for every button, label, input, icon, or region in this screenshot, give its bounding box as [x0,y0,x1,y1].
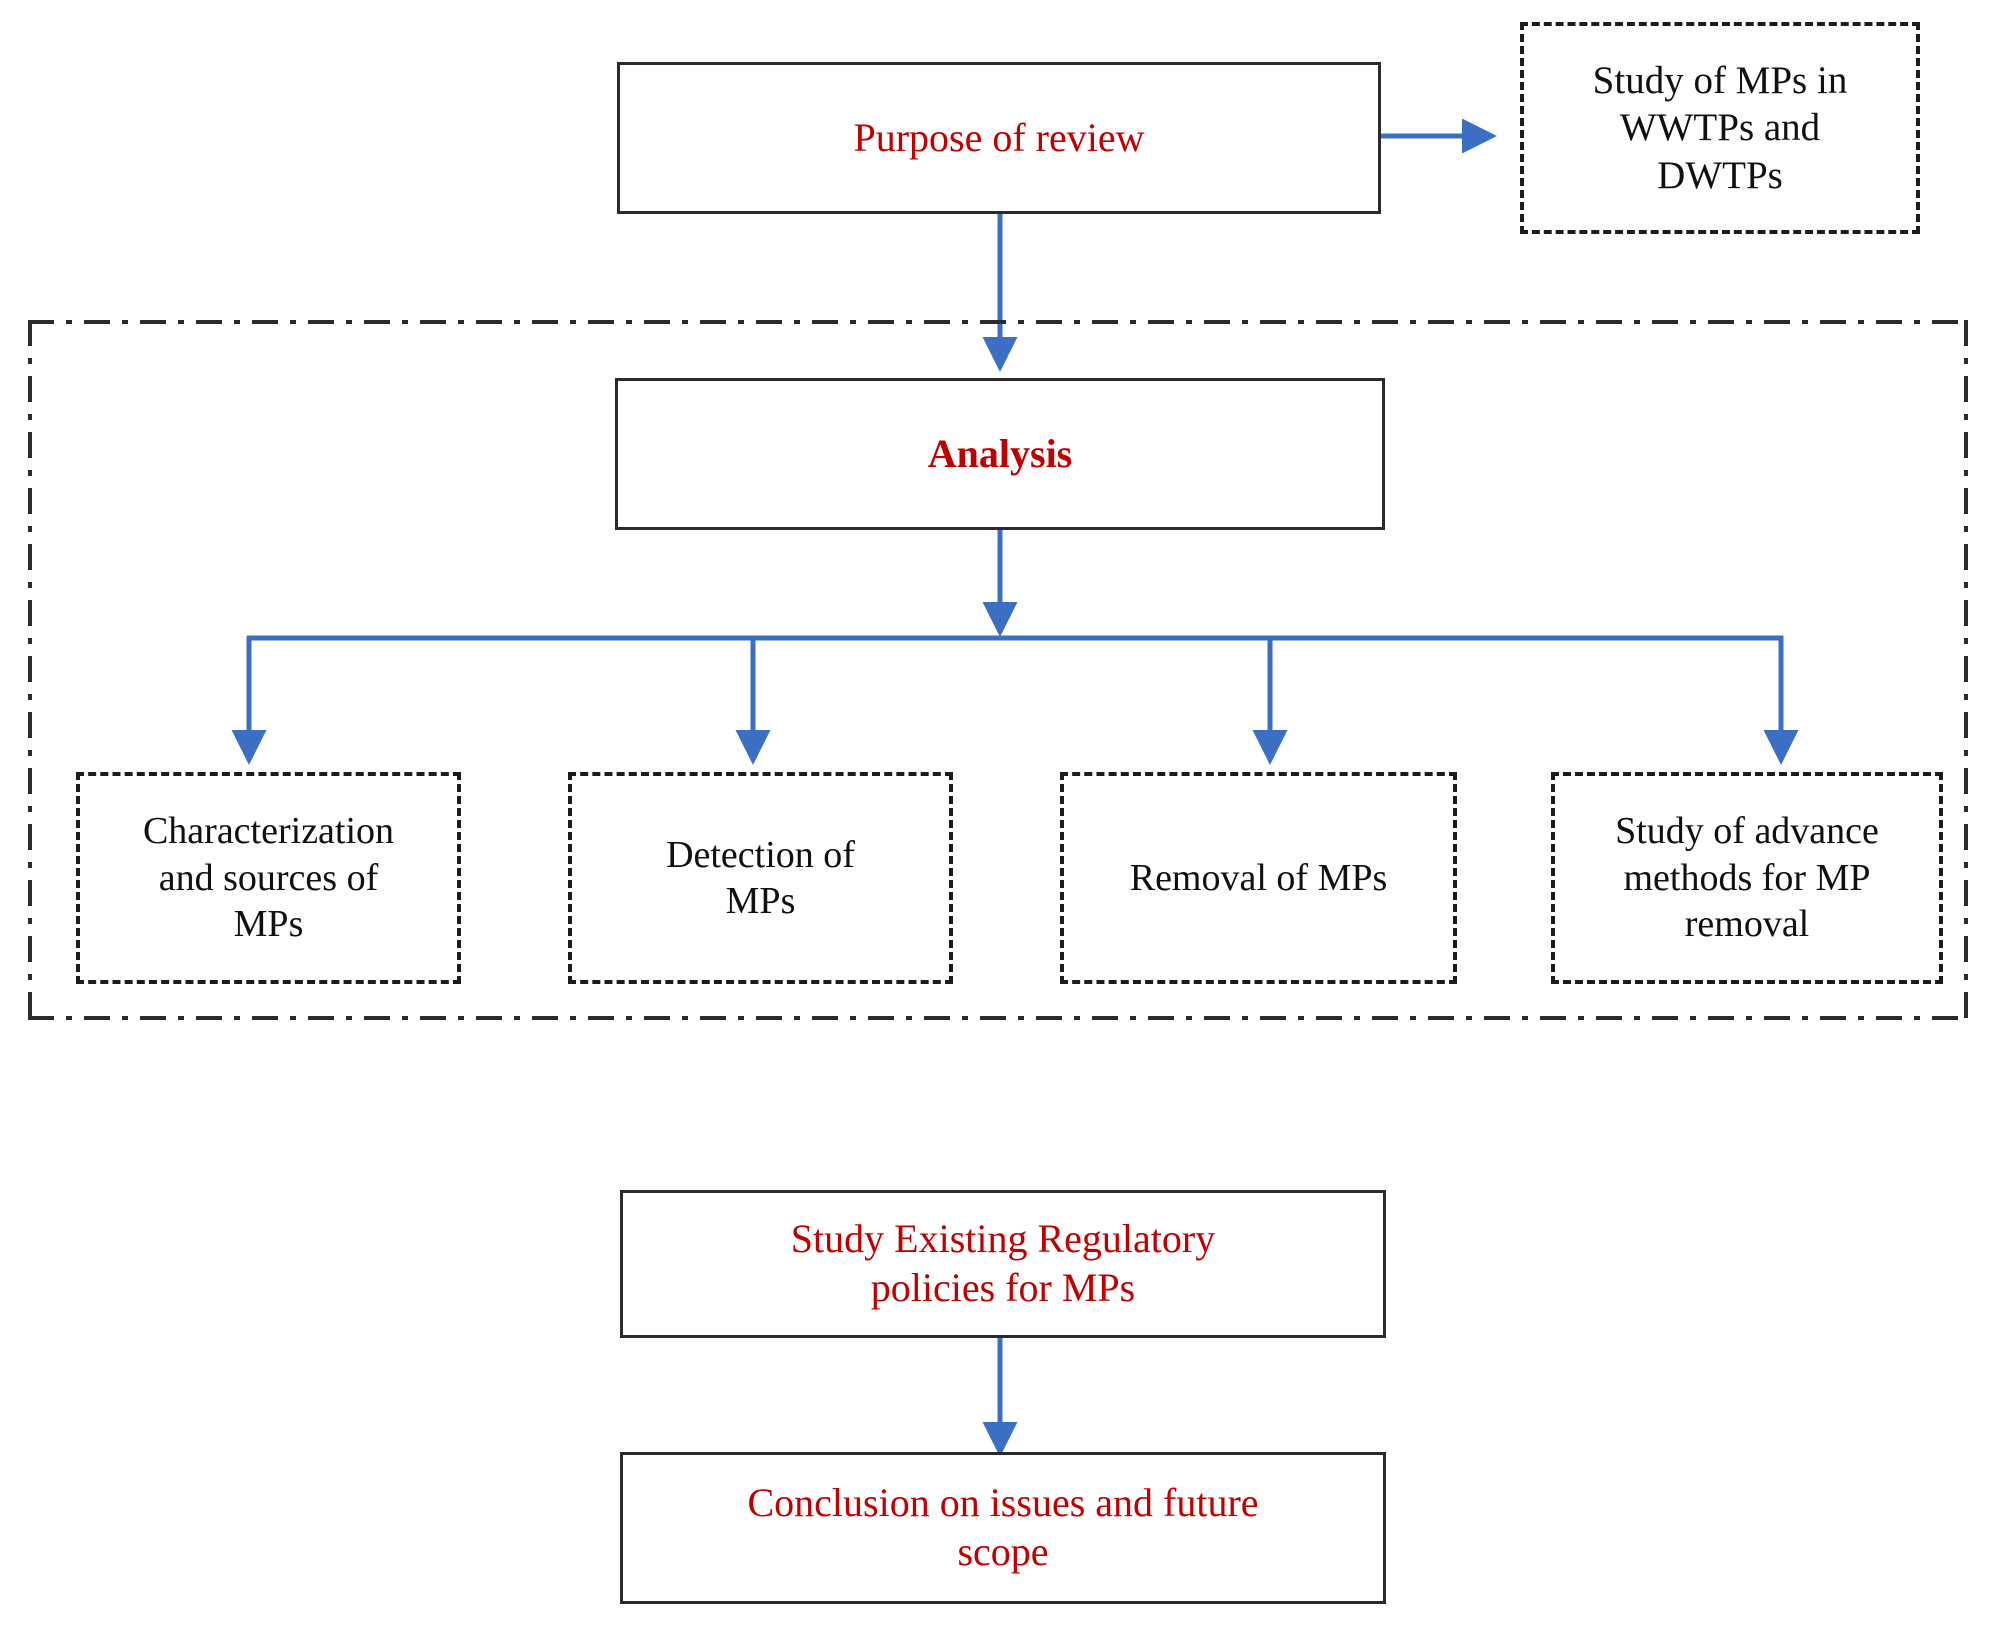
node-detection-of-mps-label: Detection of MPs [666,833,855,922]
node-removal-of-mps[interactable]: Removal of MPs [1060,772,1457,984]
node-study-existing-regulatory-policies-label: Study Existing Regulatory policies for M… [790,1216,1216,1310]
node-characterization-and-sources-of-mps-label: Characterization and sources of MPs [142,810,395,946]
node-removal-of-mps-label: Removal of MPs [1129,856,1388,899]
node-characterization-and-sources-of-mps[interactable]: Characterization and sources of MPs [76,772,461,984]
node-analysis[interactable]: Analysis [615,378,1385,530]
node-purpose-of-review-label: Purpose of review [853,114,1145,160]
node-study-of-advance-methods-for-mp-removal-label: Study of advance methods for MP removal [1615,810,1879,946]
node-analysis-label: Analysis [927,430,1073,476]
node-detection-of-mps[interactable]: Detection of MPs [568,772,953,984]
node-study-of-mps-wwtps-dwtps[interactable]: Study of MPs in WWTPs and DWTPs [1520,22,1920,234]
node-purpose-of-review[interactable]: Purpose of review [617,62,1381,214]
node-conclusion-on-issues-and-future-scope[interactable]: Conclusion on issues and future scope [620,1452,1386,1604]
node-conclusion-on-issues-and-future-scope-label: Conclusion on issues and future scope [747,1480,1259,1574]
node-study-of-advance-methods-for-mp-removal[interactable]: Study of advance methods for MP removal [1551,772,1943,984]
node-study-of-mps-wwtps-dwtps-label: Study of MPs in WWTPs and DWTPs [1592,58,1848,197]
node-study-existing-regulatory-policies[interactable]: Study Existing Regulatory policies for M… [620,1190,1386,1338]
